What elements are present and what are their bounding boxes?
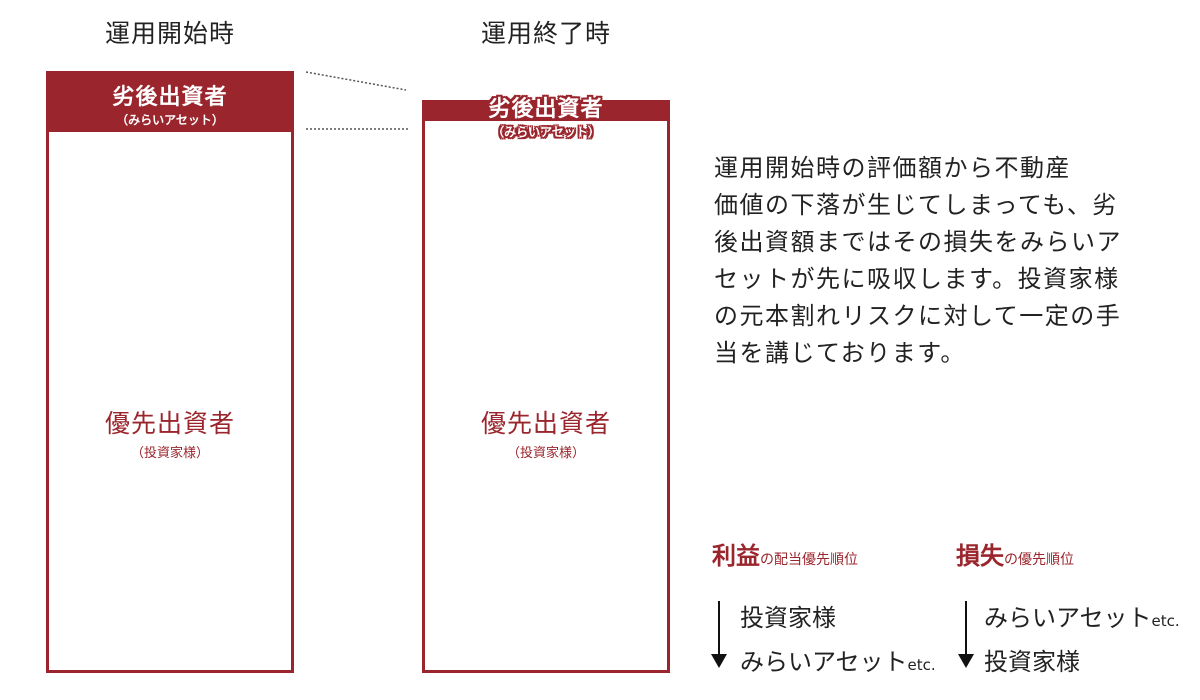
start-subordinated-subtitle: （みらいアセット） xyxy=(116,113,224,127)
start-senior-subtitle: （投資家様） xyxy=(130,446,209,461)
loss-priority-etc: etc. xyxy=(1151,612,1180,630)
description-line: 価値の下落が生じてしまっても、劣 xyxy=(714,191,1118,219)
top-dotted-connector xyxy=(305,71,407,91)
start-senior-title: 優先出資者 xyxy=(104,409,235,438)
loss-priority-item-1-label: みらいアセット xyxy=(984,604,1152,632)
start-subordinated-block: 劣後出資者 （みらいアセット） xyxy=(49,74,291,132)
end-subordinated-title: 劣後出資者 xyxy=(488,97,604,122)
end-senior-title: 優先出資者 xyxy=(480,409,611,438)
profit-priority-item-2-label: みらいアセット xyxy=(740,648,908,676)
end-subordinated-block: 劣後出資者 （みらいアセット） xyxy=(425,91,667,139)
end-senior-block: 優先出資者 （投資家様） xyxy=(425,404,667,461)
end-senior-subtitle: （投資家様） xyxy=(506,446,585,461)
description-text: 運用開始時の評価額から不動産 価値の下落が生じてしまっても、劣 後出資額まではそ… xyxy=(714,150,1164,372)
end-capital-panel: 劣後出資者 （みらいアセット） 優先出資者 （投資家様） xyxy=(422,97,670,673)
loss-priority-title-main: 損失 xyxy=(956,542,1004,570)
profit-arrow-head xyxy=(711,654,727,668)
profit-priority-title-main: 利益 xyxy=(712,542,760,570)
description-line: セットが先に吸収します。投資家様 xyxy=(714,265,1120,293)
profit-priority-title: 利益の配当優先順位 xyxy=(712,536,858,571)
profit-priority-title-small: の配当優先順位 xyxy=(760,552,858,568)
loss-priority-title: 損失の優先順位 xyxy=(956,536,1074,571)
loss-priority-item-2: 投資家様 xyxy=(984,648,1080,676)
start-senior-block: 優先出資者 （投資家様） xyxy=(49,404,291,461)
loss-priority-title-small: の優先順位 xyxy=(1004,552,1074,568)
end-subordinated-subtitle: （みらいアセット） xyxy=(492,125,600,139)
start-capital-panel: 劣後出資者 （みらいアセット） 優先出資者 （投資家様） xyxy=(46,71,294,673)
description-line: の元本割れリスクに対して一定の手 xyxy=(714,302,1122,330)
loss-priority-item-1: みらいアセットetc. xyxy=(984,598,1180,633)
profit-priority-item-1: 投資家様 xyxy=(740,604,836,632)
description-line: 後出資額まではその損失をみらいア xyxy=(714,228,1122,256)
description-line: 当を講じております。 xyxy=(714,339,966,367)
loss-arrow-head xyxy=(958,654,974,668)
profit-priority-item-2: みらいアセットetc. xyxy=(740,642,936,677)
profit-priority-etc: etc. xyxy=(907,656,936,674)
start-subordinated-title: 劣後出資者 xyxy=(112,85,228,110)
end-subordinated-bar xyxy=(425,103,667,121)
description-line: 運用開始時の評価額から不動産 xyxy=(714,154,1071,182)
start-column-title: 運用開始時 xyxy=(104,19,235,48)
end-column-title: 運用終了時 xyxy=(480,19,611,48)
